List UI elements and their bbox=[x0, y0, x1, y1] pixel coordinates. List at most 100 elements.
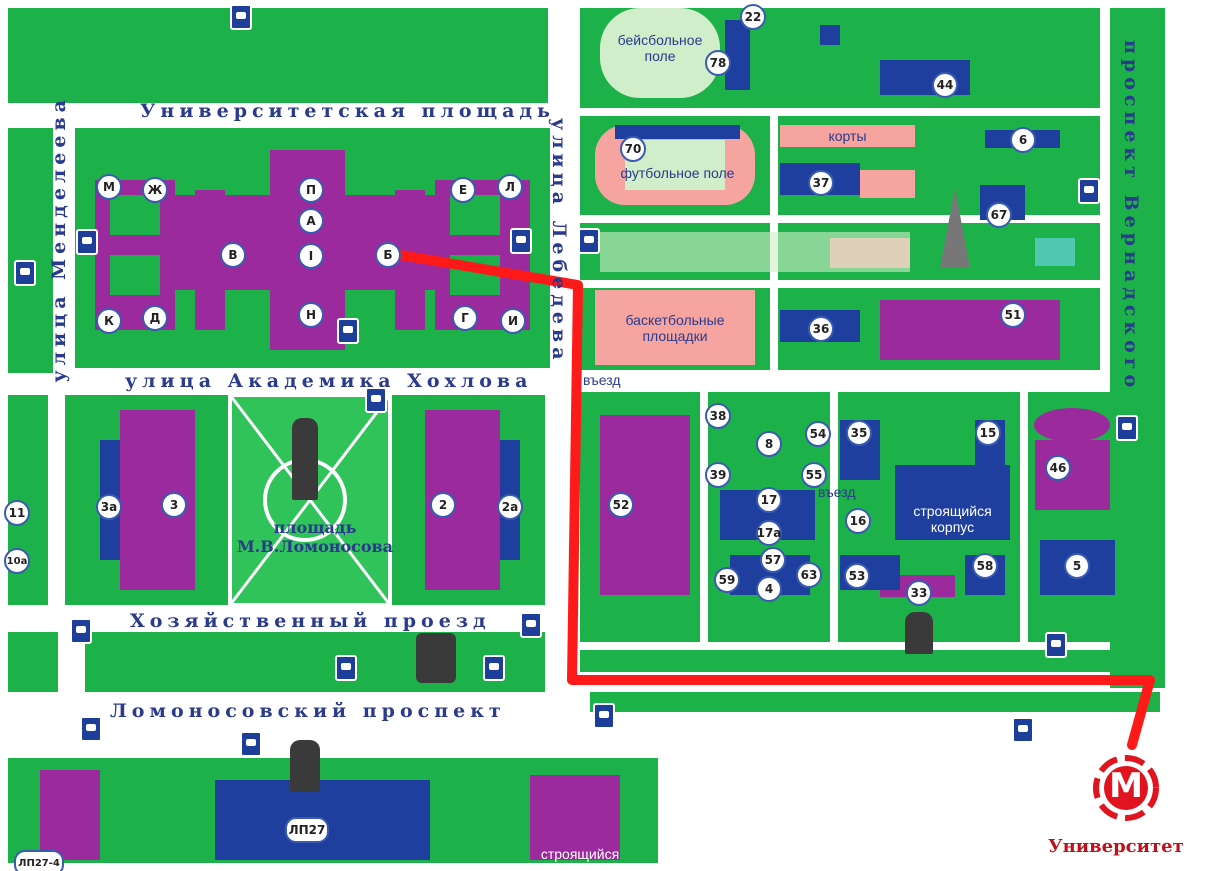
marker-I[interactable]: I bbox=[298, 243, 324, 269]
marker-P[interactable]: П bbox=[298, 177, 324, 203]
building-10a[interactable]: 10а bbox=[4, 548, 30, 574]
bus-stop-icon[interactable] bbox=[1012, 717, 1034, 743]
metro-ring bbox=[1093, 755, 1159, 821]
building-70[interactable]: 70 bbox=[620, 136, 646, 162]
building-22[interactable]: 22 bbox=[740, 4, 766, 30]
building-46[interactable]: 46 bbox=[1045, 455, 1071, 481]
marker-E[interactable]: Е bbox=[450, 177, 476, 203]
building-38[interactable]: 38 bbox=[705, 403, 731, 429]
bus-stop-icon[interactable] bbox=[483, 655, 505, 681]
baseball-field-label: бейсбольное поле bbox=[600, 32, 720, 64]
bus-stop-icon[interactable] bbox=[70, 618, 92, 644]
building-53[interactable]: 53 bbox=[844, 563, 870, 589]
bus-stop-icon[interactable] bbox=[76, 229, 98, 255]
basketball-line2: площадки bbox=[642, 328, 708, 344]
bus-stop-icon[interactable] bbox=[337, 318, 359, 344]
building-lp27-4[interactable]: ЛП27-4 bbox=[14, 850, 64, 871]
marker-N[interactable]: Н bbox=[298, 302, 324, 328]
building-8[interactable]: 8 bbox=[756, 431, 782, 457]
bus-stop-icon[interactable] bbox=[520, 612, 542, 638]
bus-stop-icon[interactable] bbox=[510, 228, 532, 254]
building-17a[interactable]: 17а bbox=[756, 520, 782, 546]
building-67[interactable]: 67 bbox=[986, 202, 1012, 228]
building-4[interactable]: 4 bbox=[756, 576, 782, 602]
construction-line2: корпус bbox=[930, 519, 975, 535]
bus-stop-icon[interactable] bbox=[240, 731, 262, 757]
building-55[interactable]: 55 bbox=[801, 462, 827, 488]
lomonosov-square-label: площадь М.В.Ломоносова bbox=[215, 518, 415, 556]
monument-icon bbox=[292, 418, 318, 500]
building-2[interactable]: 2 bbox=[430, 492, 456, 518]
building-37[interactable]: 37 bbox=[808, 170, 834, 196]
building-15[interactable]: 15 bbox=[975, 420, 1001, 446]
building-36[interactable]: 36 bbox=[808, 316, 834, 342]
lomonosov-square-line2: М.В.Ломоносова bbox=[236, 537, 394, 556]
baseball-line2: поле bbox=[644, 48, 676, 64]
bus-stop-icon[interactable] bbox=[230, 4, 252, 30]
street-vernadskogo: проспект Вернадского bbox=[1120, 40, 1142, 393]
basketball-label: баскетбольные площадки bbox=[595, 312, 755, 344]
building-57[interactable]: 57 bbox=[760, 547, 786, 573]
building-3a[interactable]: 3а bbox=[96, 494, 122, 520]
bus-stop-icon[interactable] bbox=[1116, 415, 1138, 441]
marker-Zh[interactable]: Ж bbox=[142, 177, 168, 203]
entry-label-2: въезд bbox=[818, 484, 856, 500]
building-52[interactable]: 52 bbox=[608, 492, 634, 518]
building-44[interactable]: 44 bbox=[932, 72, 958, 98]
baseball-line1: бейсбольное bbox=[617, 32, 703, 48]
street-universitetskaya-square: Университетская площадь bbox=[140, 100, 555, 122]
marker-I2[interactable]: И bbox=[500, 308, 526, 334]
bus-stop-icon[interactable] bbox=[335, 655, 357, 681]
metro-station-name: Университет bbox=[1048, 836, 1184, 857]
building-33[interactable]: 33 bbox=[906, 580, 932, 606]
building-78[interactable]: 78 bbox=[705, 50, 731, 76]
bus-stop-icon[interactable] bbox=[593, 703, 615, 729]
monument-icon bbox=[905, 612, 933, 654]
construction-bottom-label: строящийся bbox=[540, 846, 620, 862]
bus-stop-icon[interactable] bbox=[1045, 632, 1067, 658]
construction-label: строящийся корпус bbox=[895, 503, 1010, 535]
bus-stop-icon[interactable] bbox=[80, 716, 102, 742]
marker-V[interactable]: В bbox=[220, 242, 246, 268]
metro-letter: М bbox=[1109, 766, 1143, 806]
building-59[interactable]: 59 bbox=[714, 567, 740, 593]
bus-stop-icon[interactable] bbox=[1078, 178, 1100, 204]
building-39[interactable]: 39 bbox=[705, 462, 731, 488]
marker-B[interactable]: Б bbox=[375, 242, 401, 268]
building-5[interactable]: 5 bbox=[1064, 553, 1090, 579]
marker-K[interactable]: К bbox=[96, 308, 122, 334]
building-2a[interactable]: 2а bbox=[497, 494, 523, 520]
building-51[interactable]: 51 bbox=[1000, 302, 1026, 328]
building-17[interactable]: 17 bbox=[756, 487, 782, 513]
entry-label-1: въезд bbox=[583, 372, 621, 388]
marker-D[interactable]: Д bbox=[142, 305, 168, 331]
bus-stop-icon[interactable] bbox=[578, 228, 600, 254]
lomonosov-square-line1: площадь bbox=[273, 518, 357, 537]
bus-stop-icon[interactable] bbox=[365, 387, 387, 413]
basketball-line1: баскетбольные bbox=[625, 312, 725, 328]
street-mendeleeva: улица Менделеева bbox=[48, 95, 70, 383]
marker-M[interactable]: М bbox=[96, 174, 122, 200]
marker-A[interactable]: А bbox=[298, 208, 324, 234]
building-63[interactable]: 63 bbox=[796, 562, 822, 588]
building-35[interactable]: 35 bbox=[846, 420, 872, 446]
building-58[interactable]: 58 bbox=[972, 553, 998, 579]
metro-icon[interactable]: М bbox=[1090, 752, 1162, 824]
building-11[interactable]: 11 bbox=[4, 500, 30, 526]
building-16[interactable]: 16 bbox=[845, 508, 871, 534]
street-lomonosovsky: Ломоносовский проспект bbox=[110, 700, 506, 722]
building-54[interactable]: 54 bbox=[805, 421, 831, 447]
marker-G[interactable]: Г bbox=[452, 305, 478, 331]
football-field-label: футбольное поле bbox=[620, 165, 735, 181]
building-3[interactable]: 3 bbox=[161, 492, 187, 518]
monument-icon bbox=[416, 633, 456, 683]
marker-L[interactable]: Л bbox=[497, 174, 523, 200]
building-6[interactable]: 6 bbox=[1010, 127, 1036, 153]
street-lebedeva: улица Лебедева bbox=[548, 118, 570, 365]
street-akademika-khokhlova: улица Академика Хохлова bbox=[125, 370, 533, 392]
bus-stop-icon[interactable] bbox=[14, 260, 36, 286]
monument-icon bbox=[290, 740, 320, 792]
courts-label: корты bbox=[828, 128, 867, 144]
building-lp27[interactable]: ЛП27 bbox=[285, 817, 329, 843]
